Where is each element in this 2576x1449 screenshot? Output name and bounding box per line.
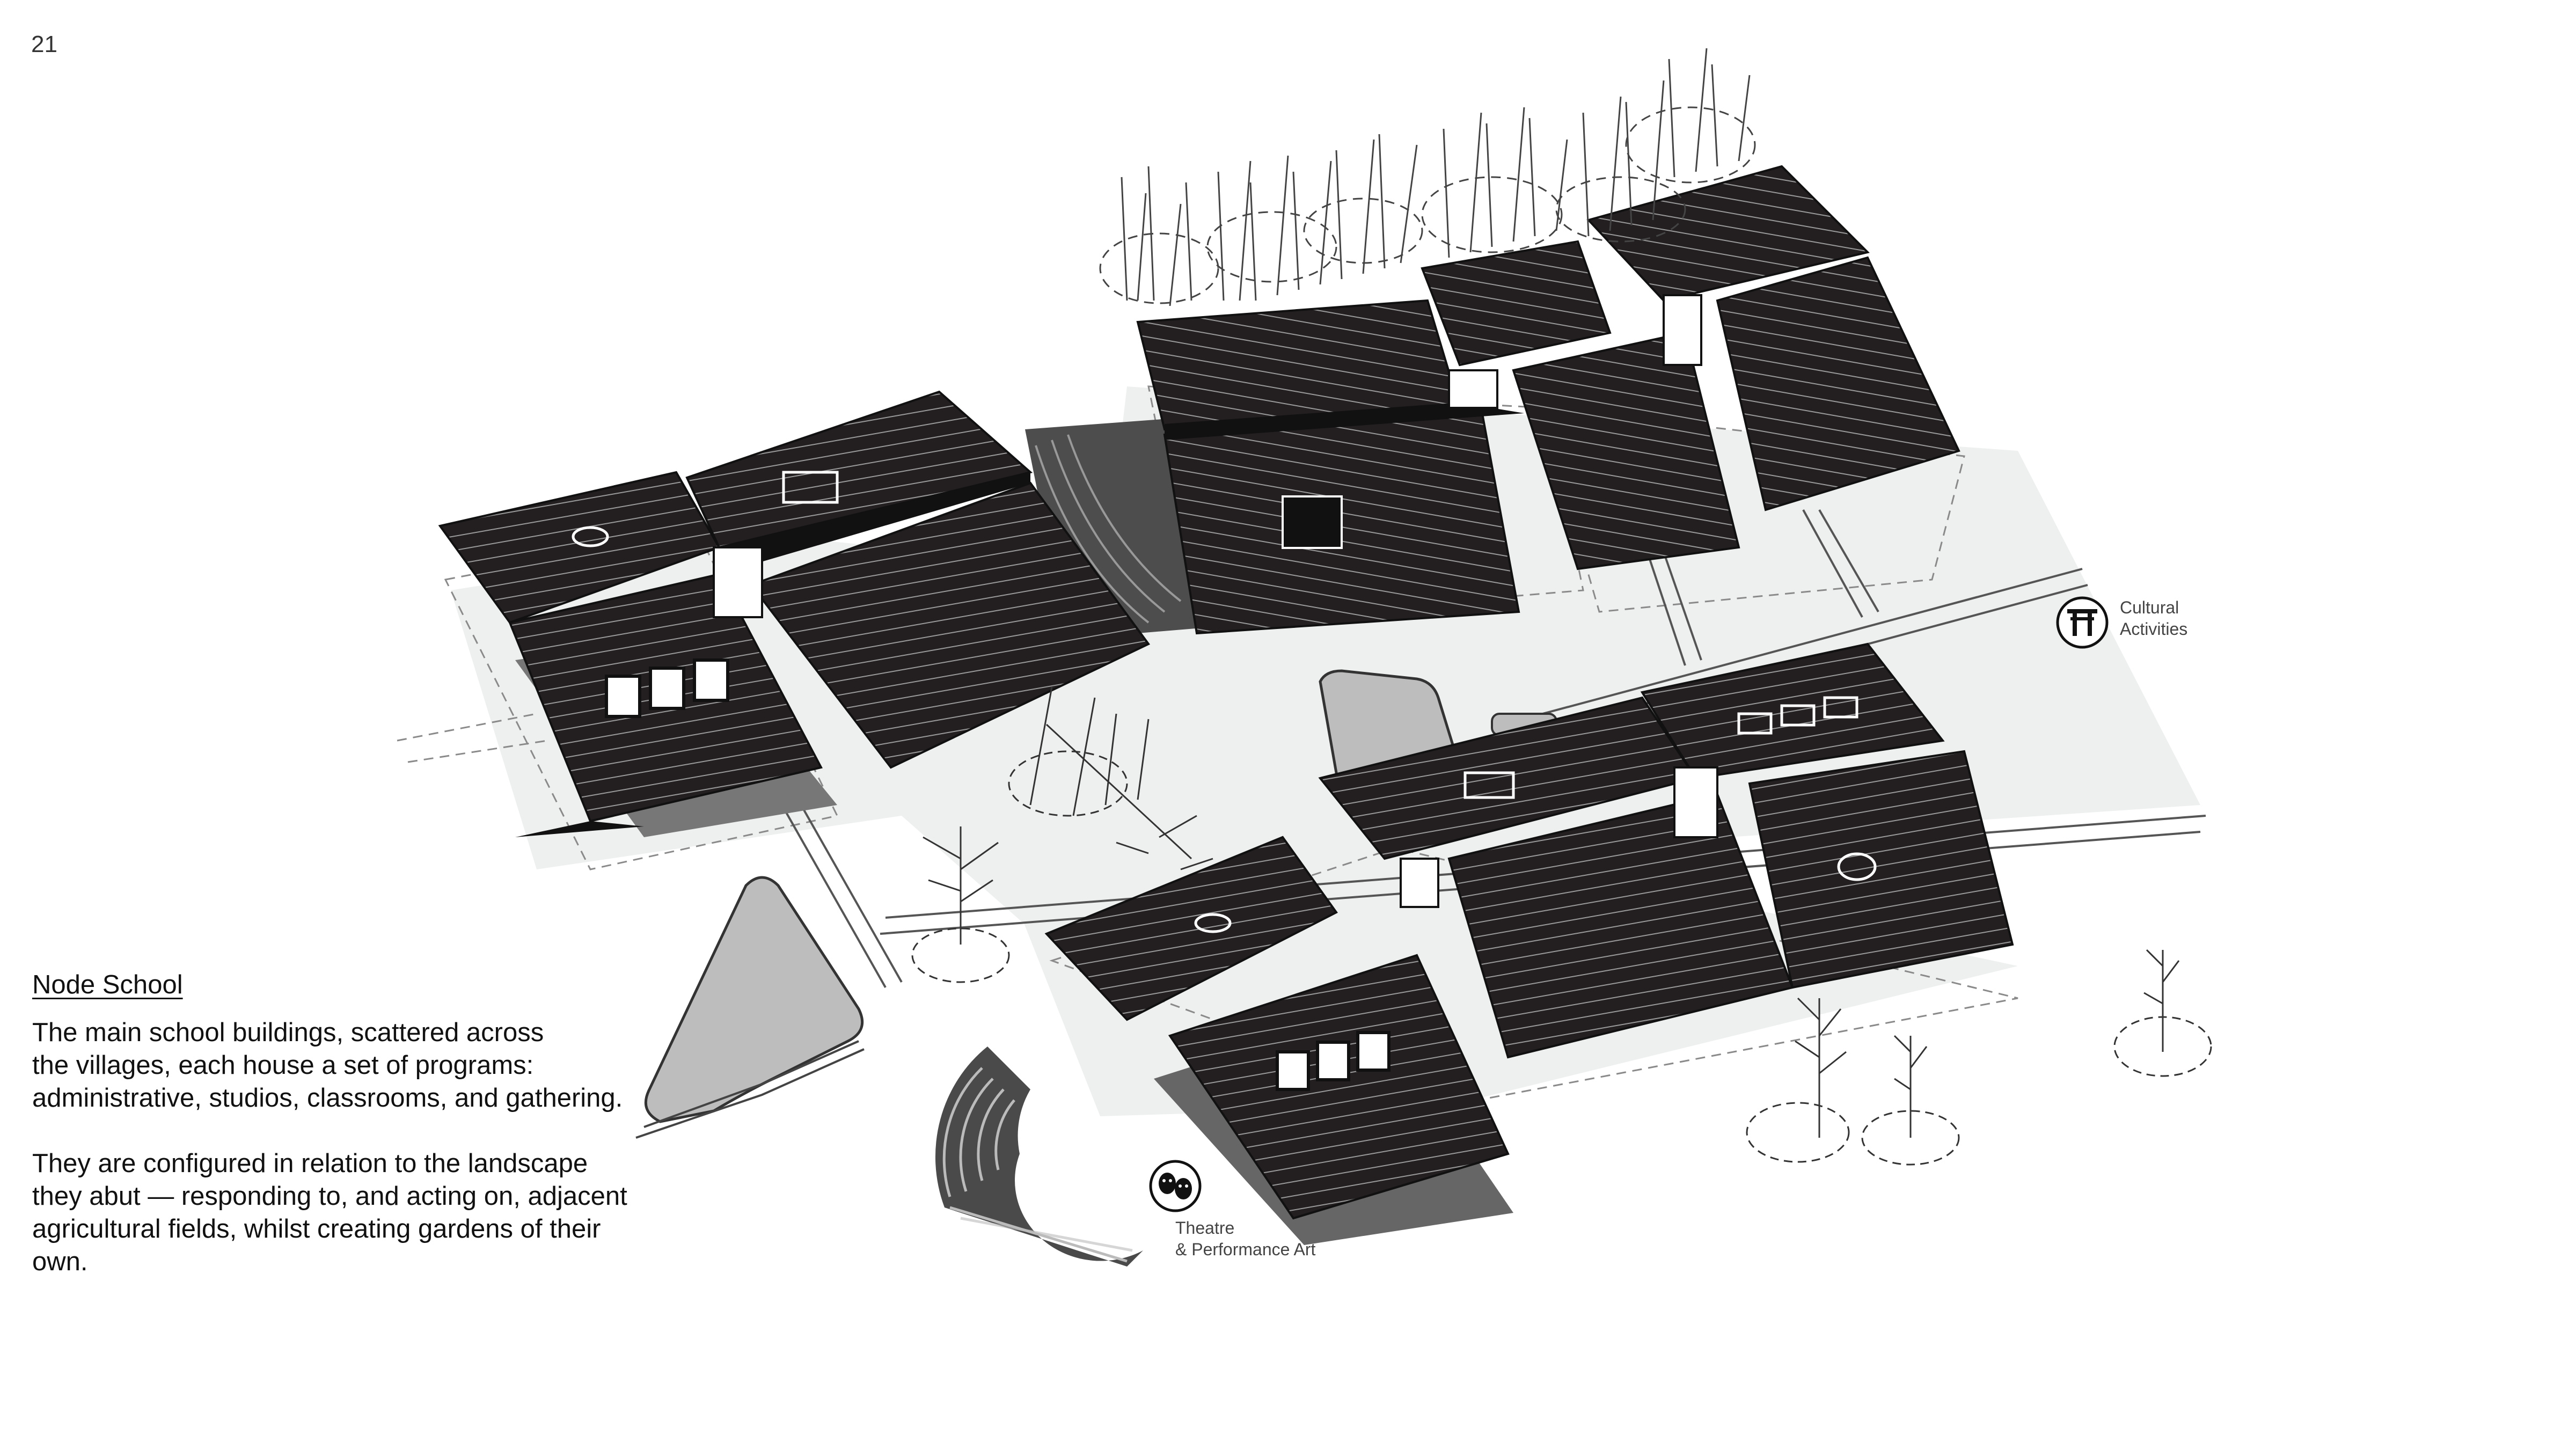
description-block: Node School The main school buildings, s…	[32, 969, 655, 1311]
page-number: 21	[31, 31, 57, 57]
label-cultural-activities: Cultural Activities	[2120, 598, 2188, 639]
building-classrooms	[1044, 642, 2014, 1245]
description-paragraph-1: The main school buildings, scattered acr…	[32, 1018, 623, 1113]
amphitheatre	[935, 419, 1202, 1267]
building-admin	[438, 390, 1151, 837]
section-heading: Node School	[32, 970, 183, 999]
theatre-masks-icon	[1149, 1160, 1202, 1212]
grass-field	[1099, 48, 1756, 306]
torii-gate-icon	[2056, 596, 2109, 649]
trees	[911, 686, 2212, 1166]
building-studios	[1136, 165, 1960, 635]
ponds	[635, 669, 1557, 1139]
description-paragraph-2: They are configured in relation to the l…	[32, 1149, 627, 1276]
label-theatre-performance: Theatre & Performance Art	[1175, 1218, 1316, 1259]
